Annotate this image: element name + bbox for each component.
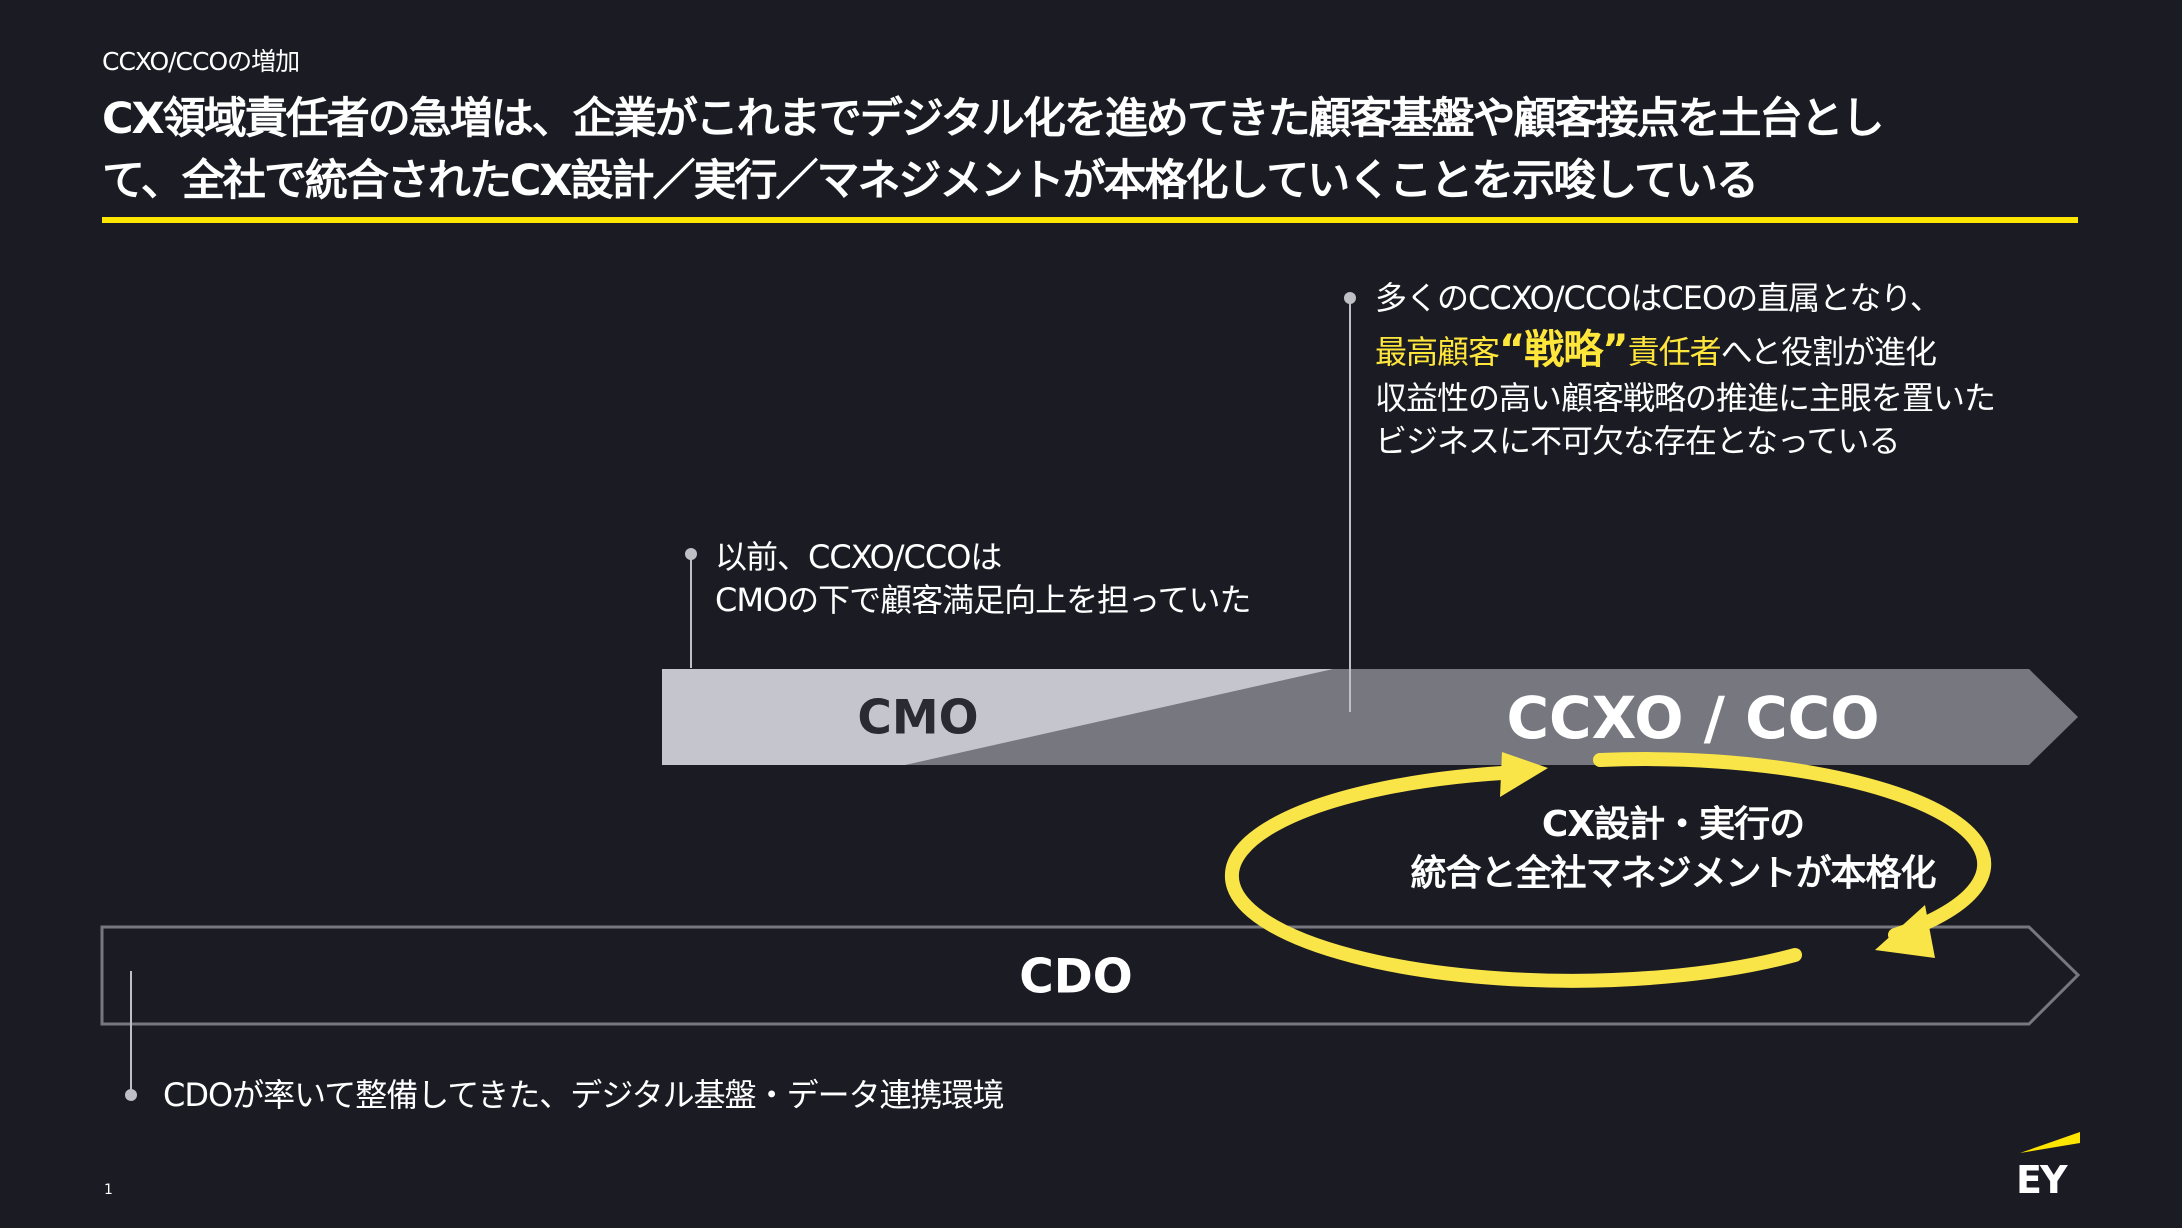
cdo-bar [100, 925, 2081, 1026]
callout-ccxo-line1: 多くのCCXO/CCOはCEOの直属となり、 [1375, 279, 1942, 317]
slide-title-line-1: CX領域責任者の急増は、企業がこれまでデジタル化を進めてきた顧客基盤や顧客接点を… [102, 94, 1885, 144]
highlight-text: 責任者 [1627, 333, 1722, 371]
cycle-arrowhead-right [1875, 905, 1935, 958]
callout-ccxo-line2: 最高顧客“戦略”責任者へと役割が進化 [1375, 327, 1937, 373]
callout-dot-ccxo [1344, 292, 1356, 304]
callout-cmo-line1: 以前、CCXO/CCOは [715, 538, 1002, 576]
callout-text: へと役割が進化 [1720, 333, 1937, 371]
cycle-arc-right [1593, 752, 1992, 942]
callout-dot-cmo [685, 548, 697, 560]
cdo-label: CDO [1019, 949, 1133, 1005]
cmo-bar-segment [662, 669, 1333, 765]
callout-cmo-line2: CMOの下で顧客満足向上を担っていた [715, 581, 1252, 619]
slide-title-line-2: て、全社で統合されたCX設計／実行／マネジメントが本格化していくことを示唆してい… [102, 156, 1759, 206]
cycle-text-line1: CX設計・実行の [1541, 804, 1805, 845]
title-underline [102, 217, 2078, 223]
page-number: 1 [104, 1182, 113, 1198]
highlight-text: 最高顧客 [1375, 333, 1500, 371]
cmo-label: CMO [857, 690, 979, 746]
cycle-arrowhead-left [1500, 752, 1548, 797]
ccxo-label: CCXO / CCO [1506, 684, 1880, 752]
callout-ccxo-line3: 収益性の高い顧客戦略の推進に主眼を置いた [1375, 379, 1996, 417]
callout-ccxo-line4: ビジネスに不可欠な存在となっている [1375, 422, 1900, 460]
callout-dot-cdo [125, 1089, 137, 1101]
ey-logo-mark [2020, 1132, 2080, 1153]
cycle-text-line2: 統合と全社マネジメントが本格化 [1410, 853, 1936, 894]
highlight-strategy: “戦略” [1499, 327, 1629, 373]
cycle-arc-left [1224, 765, 1802, 988]
callout-cdo: CDOが率いて整備してきた、デジタル基盤・データ連携環境 [163, 1076, 1005, 1114]
section-label: CCXO/CCOの増加 [102, 47, 300, 76]
ey-logo: EY [2016, 1158, 2068, 1202]
